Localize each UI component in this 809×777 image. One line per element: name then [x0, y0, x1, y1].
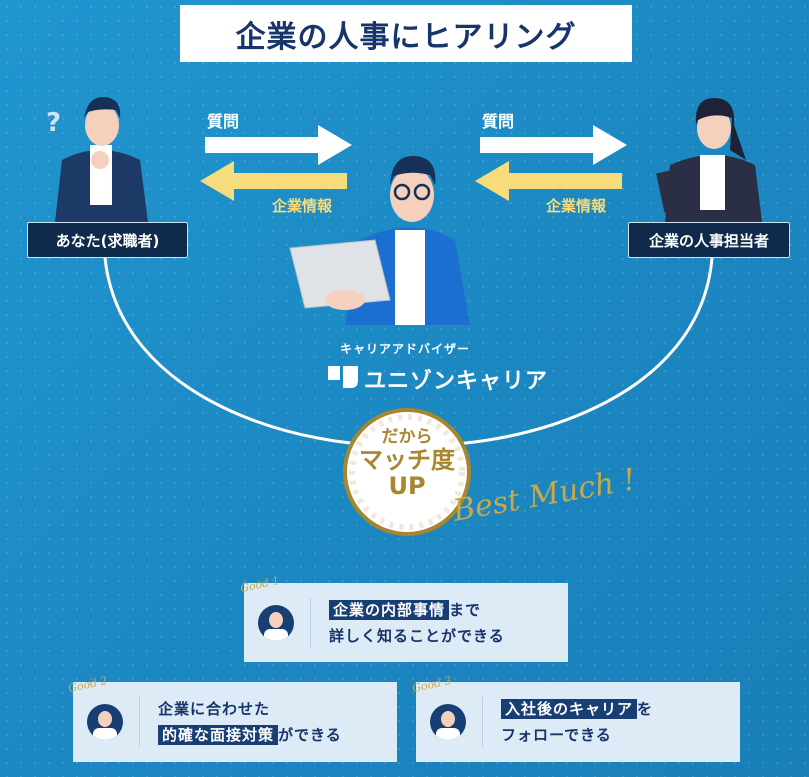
benefit-card-1: 企業の内部事情まで詳しく知ることができる [244, 583, 568, 662]
page-title: 企業の人事にヒアリング [180, 5, 632, 62]
arrow-right-icon [480, 125, 627, 165]
highlight-text: 的確な面接対策 [158, 725, 279, 745]
benefit-card-2: 企業に合わせた的確な面接対策ができる [73, 682, 397, 762]
advisor-role: キャリアアドバイザー [340, 342, 471, 356]
company-info-label: 企業情報 [272, 197, 333, 215]
question-mark-icon: ? [46, 108, 62, 138]
arrow-left-icon [475, 161, 622, 201]
card-text: 詳しく知ることができる [329, 626, 505, 645]
badge-text: だから マッチ度 UP [345, 427, 469, 501]
badge-line2: マッチ度 [359, 445, 455, 474]
question-label: 質問 [207, 112, 240, 131]
match-badge [343, 408, 471, 536]
card-text: を [637, 700, 654, 718]
brand-logo-icon [328, 366, 358, 388]
card-text: フォローできる [501, 726, 612, 744]
highlight-text: 企業の内部事情 [329, 599, 450, 620]
card-text: まで [449, 600, 482, 619]
advisor-avatar [430, 704, 466, 740]
company-info-label: 企業情報 [546, 197, 607, 215]
arrow-left-icon [200, 161, 347, 201]
job-seeker-label: あなた(求職者) [27, 222, 188, 258]
highlight-text: 入社後のキャリア [501, 699, 638, 719]
arrow-right-icon [205, 125, 352, 165]
job-seeker-illustration [55, 96, 148, 222]
card-text: 企業に合わせた [158, 700, 271, 718]
card-text: ができる [278, 726, 342, 744]
hr-staff-label: 企業の人事担当者 [628, 222, 790, 258]
badge-line3: UP [388, 472, 426, 501]
advisor-avatar [87, 704, 123, 740]
advisor-illustration [289, 155, 470, 325]
hr-staff-illustration [656, 98, 762, 222]
brand-name: ユニゾンキャリア [364, 369, 549, 394]
benefit-card-3: 入社後のキャリアをフォローできる [416, 682, 740, 762]
question-label: 質問 [482, 112, 515, 131]
badge-line1: だから [381, 427, 433, 447]
advisor-avatar [258, 604, 294, 641]
